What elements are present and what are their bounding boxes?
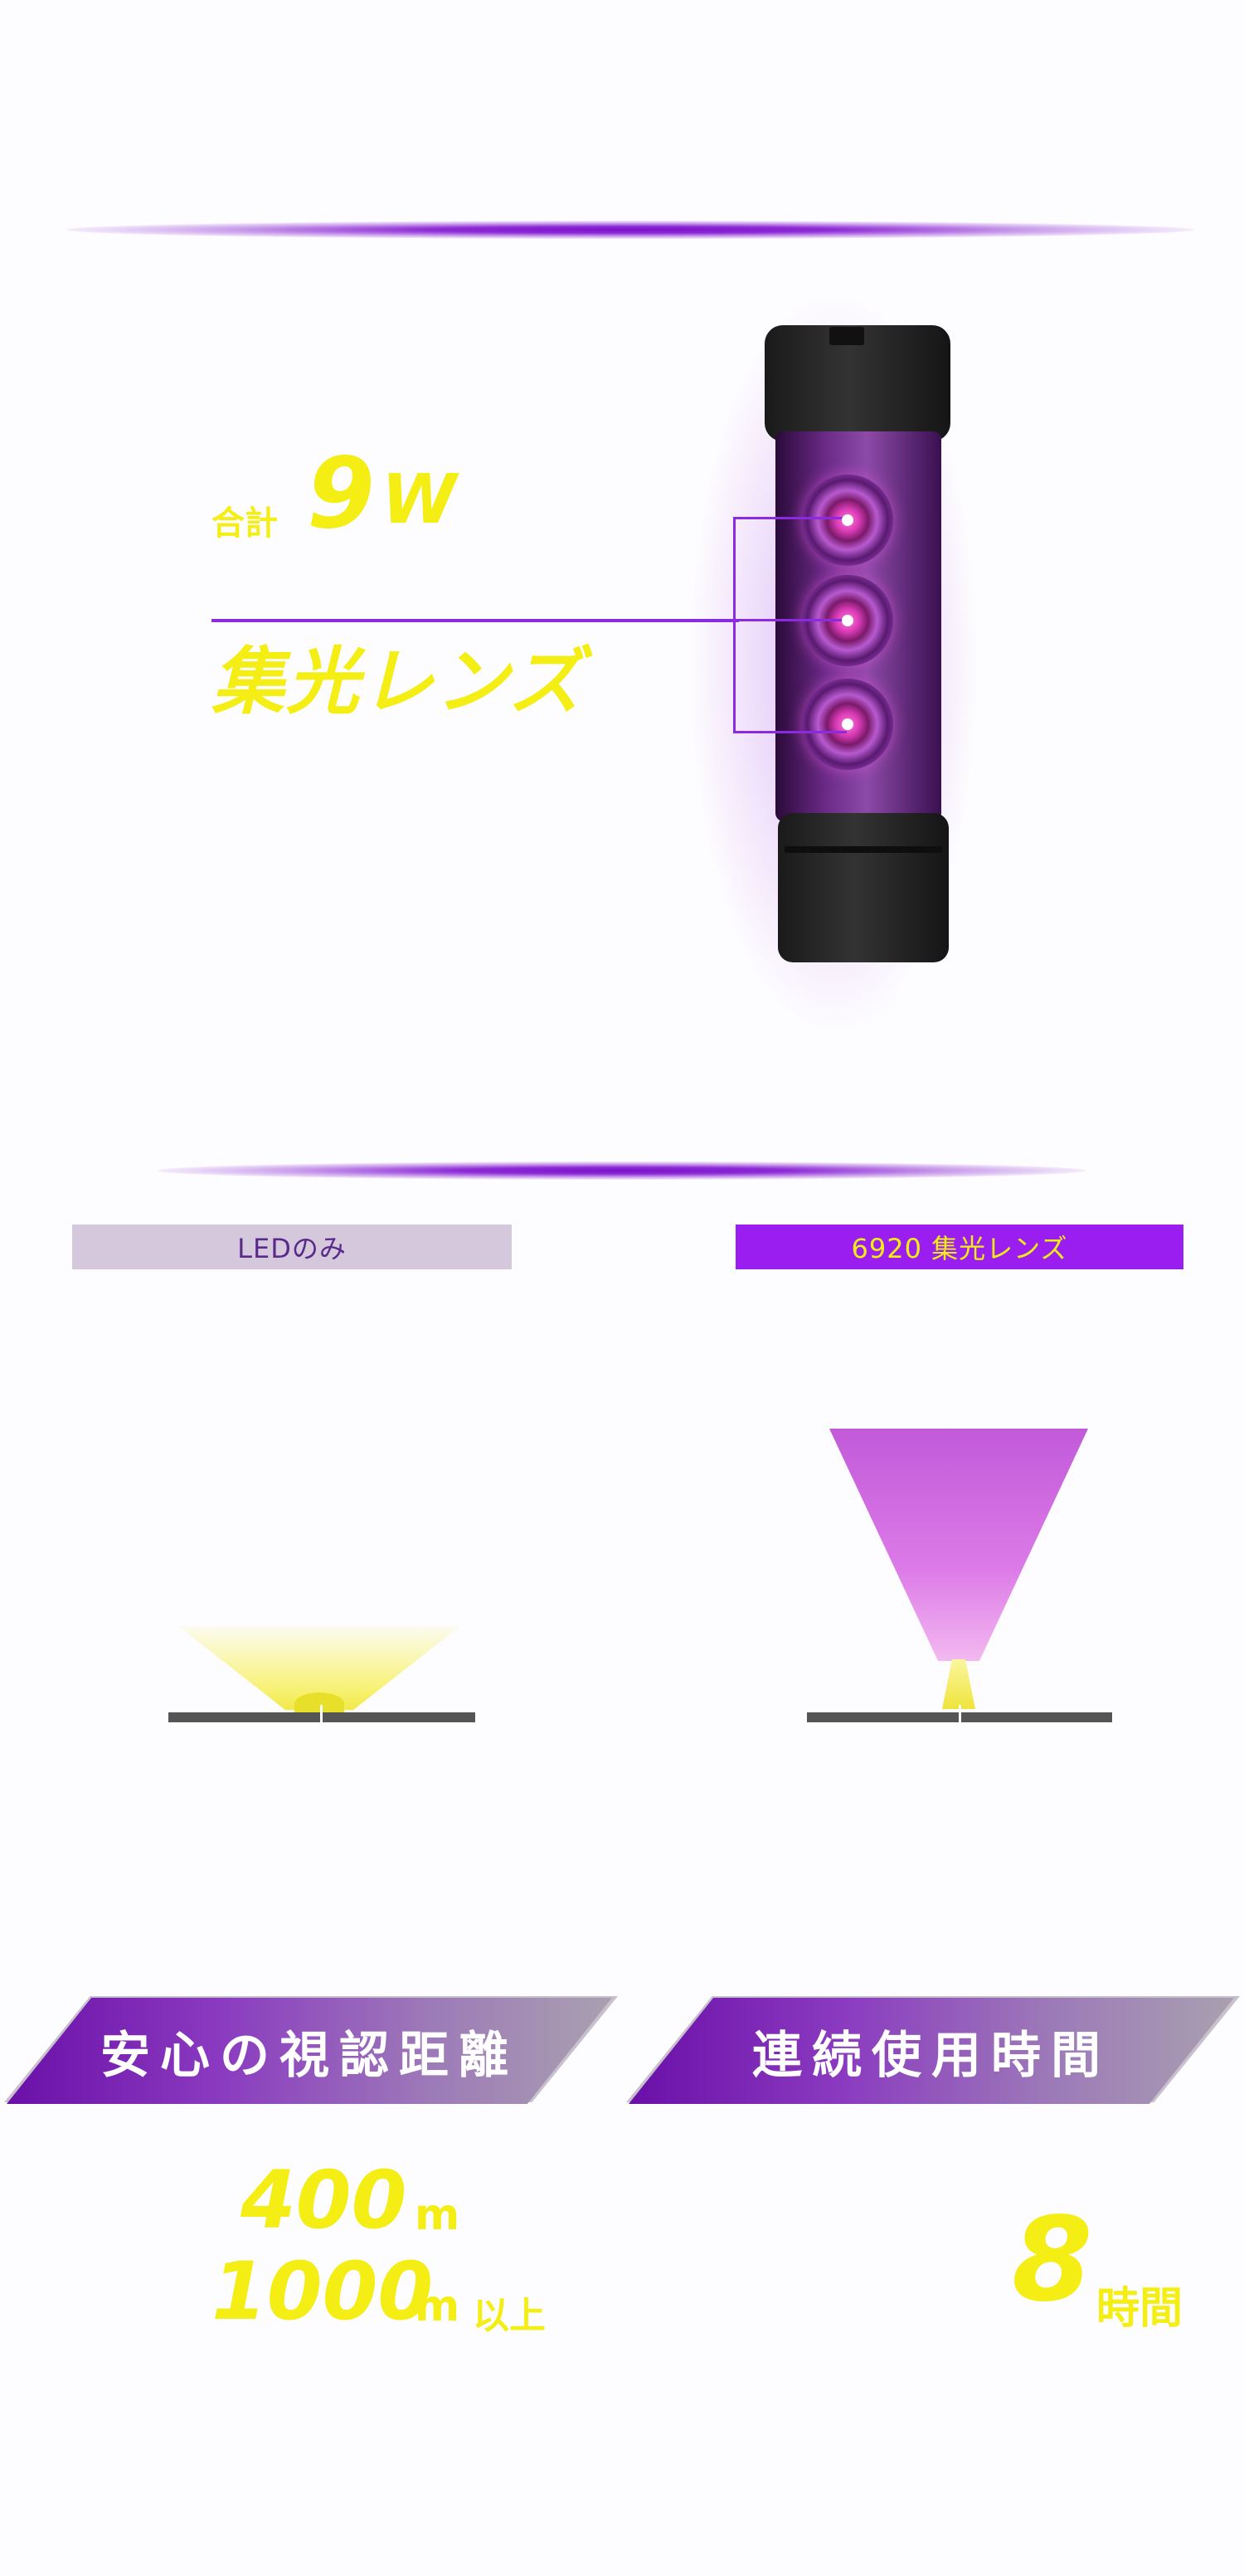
- lens-marker-bottom: [842, 718, 853, 730]
- tag-led-only: LEDのみ: [72, 1225, 512, 1269]
- distance-value-2: 1000: [211, 2245, 434, 2338]
- lens-marker-middle: [842, 615, 853, 626]
- tag-lens: 6920 集光レンズ: [736, 1225, 1183, 1269]
- distance-suffix: 以上: [473, 2295, 546, 2337]
- top-glow-divider: [66, 221, 1194, 239]
- feature-title: 集光レンズ: [211, 639, 584, 724]
- distance-unit-2: m: [415, 2281, 460, 2331]
- callout-bracket: [733, 517, 847, 733]
- banner-visibility: 安心の視認距離: [7, 1998, 612, 2104]
- banner-runtime: 連続使用時間: [629, 1998, 1234, 2104]
- callout-middle-line: [733, 619, 844, 621]
- distance-unit-1: m: [415, 2190, 460, 2240]
- runtime-unit: 時間: [1096, 2284, 1183, 2334]
- distance-value-1: 400: [241, 2154, 407, 2247]
- total-prefix: 合計: [211, 504, 278, 543]
- total-value: 9: [307, 436, 376, 550]
- lens-marker-top: [842, 514, 853, 526]
- callout-line: [211, 619, 739, 622]
- runtime-value: 8: [1012, 2193, 1093, 2328]
- mid-glow-divider: [158, 1161, 1086, 1180]
- total-unit: W: [381, 460, 457, 539]
